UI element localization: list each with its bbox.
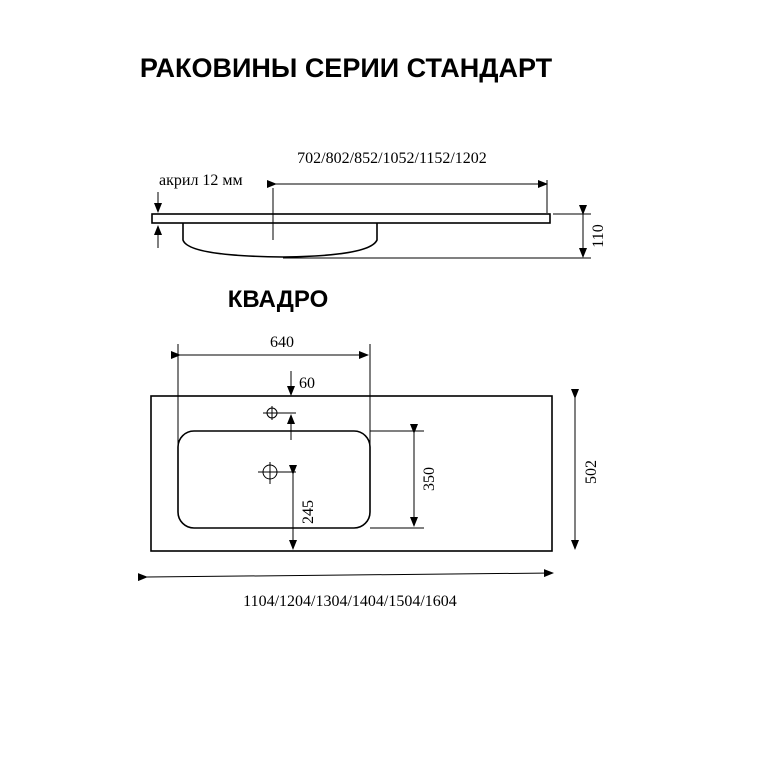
model-title: КВАДРО bbox=[228, 286, 328, 313]
countertop-slab bbox=[151, 213, 551, 224]
height-label: 110 bbox=[590, 224, 607, 247]
tap-offset-label: 60 bbox=[299, 375, 315, 392]
length-label: 1104/1204/1304/1404/1504/1604 bbox=[243, 593, 457, 610]
bowl-width-label: 640 bbox=[270, 334, 294, 351]
countertop-outline bbox=[150, 395, 553, 552]
page-title: РАКОВИНЫ СЕРИИ СТАНДАРТ bbox=[140, 53, 553, 83]
acrylic-label: акрил 12 мм bbox=[159, 172, 243, 189]
bowl-outline bbox=[177, 430, 371, 529]
bowl-depth-label: 350 bbox=[421, 467, 438, 491]
bowl-profile bbox=[182, 223, 378, 258]
side-view: 702/802/852/1052/1152/1202 акрил 12 мм 1… bbox=[151, 150, 607, 259]
top-width-label: 702/802/852/1052/1152/1202 bbox=[297, 150, 487, 167]
depth-label: 502 bbox=[583, 460, 600, 484]
top-view: 640 60 245 350 502 1104/1204/1304/1404/1… bbox=[137, 334, 600, 610]
length-dimension bbox=[137, 569, 554, 582]
drain-offset-label: 245 bbox=[300, 500, 317, 524]
